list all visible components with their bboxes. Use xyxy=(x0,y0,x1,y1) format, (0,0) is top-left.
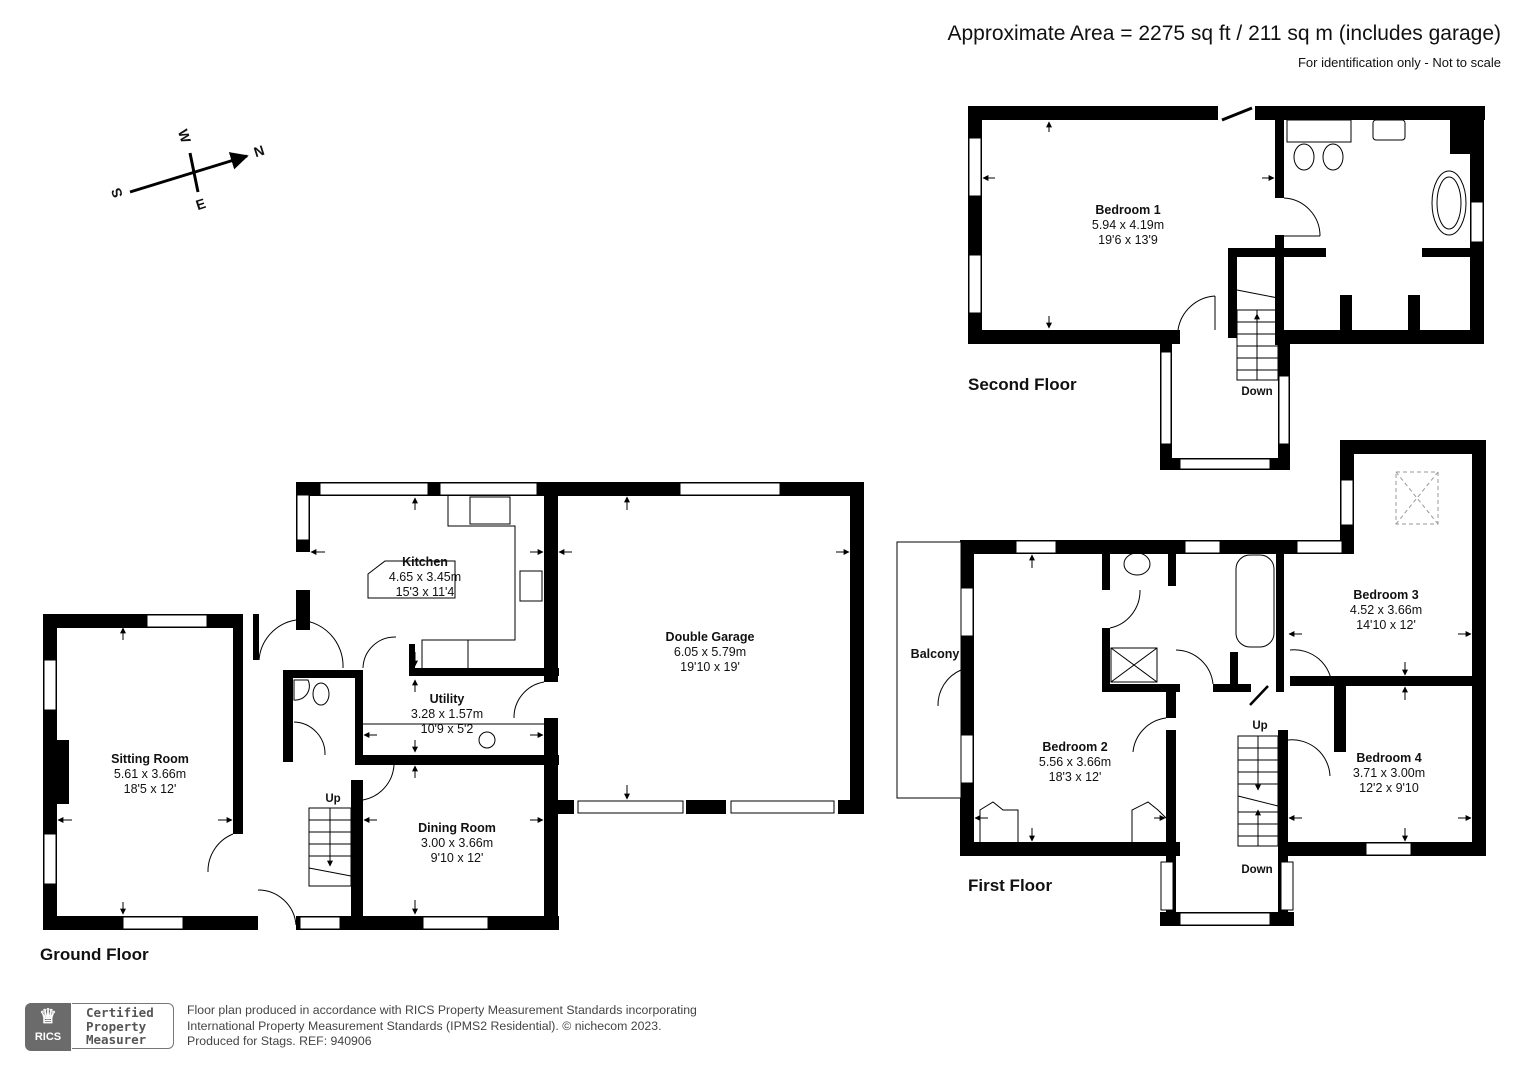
room-utility: Utility 3.28 x 1.57m 10'9 x 5'2 xyxy=(410,692,484,736)
room-balcony: Balcony xyxy=(910,647,960,661)
compass-icon xyxy=(129,152,249,194)
room-sitting-room: Sitting Room 5.61 x 3.66m 18'5 x 12' xyxy=(111,752,189,796)
room-bedroom-3: Bedroom 3 4.52 x 3.66m 14'10 x 12' xyxy=(1349,588,1423,632)
room-dining-room: Dining Room 3.00 x 3.66m 9'10 x 12' xyxy=(418,821,496,865)
room-bedroom-2: Bedroom 2 5.56 x 3.66m 18'3 x 12' xyxy=(1038,740,1112,784)
rics-logo: ♕ RICS xyxy=(25,1003,71,1051)
second-stairs-down-label: Down xyxy=(1241,386,1273,398)
room-double-garage: Double Garage 6.05 x 5.79m 19'10 x 19' xyxy=(665,630,755,674)
second-floor-title: Second Floor xyxy=(968,375,1077,394)
first-floor-title: First Floor xyxy=(968,876,1053,895)
room-kitchen: Kitchen 4.65 x 3.45m 15'3 x 11'4 xyxy=(388,555,462,599)
approximate-area: Approximate Area = 2275 sq ft / 211 sq m… xyxy=(947,22,1501,45)
room-bedroom-4: Bedroom 4 3.71 x 3.00m 12'2 x 9'10 xyxy=(1352,751,1426,795)
second-floor-plan xyxy=(968,106,1485,470)
footer-disclaimer: Floor plan produced in accordance with R… xyxy=(187,1003,697,1048)
first-floor-plan xyxy=(960,440,1486,926)
certified-measurer-badge: Certified Property Measurer xyxy=(72,1003,174,1049)
rics-lion-icon: ♕ xyxy=(39,1006,57,1028)
first-stairs-down-label: Down xyxy=(1241,864,1273,876)
ground-stairs-up-label: Up xyxy=(325,793,341,805)
ground-floor-title: Ground Floor xyxy=(40,945,149,964)
room-bedroom-1: Bedroom 1 5.94 x 4.19m 19'6 x 13'9 xyxy=(1091,203,1165,247)
first-stairs-up-label: Up xyxy=(1252,720,1268,732)
scale-disclaimer: For identification only - Not to scale xyxy=(1297,55,1501,70)
